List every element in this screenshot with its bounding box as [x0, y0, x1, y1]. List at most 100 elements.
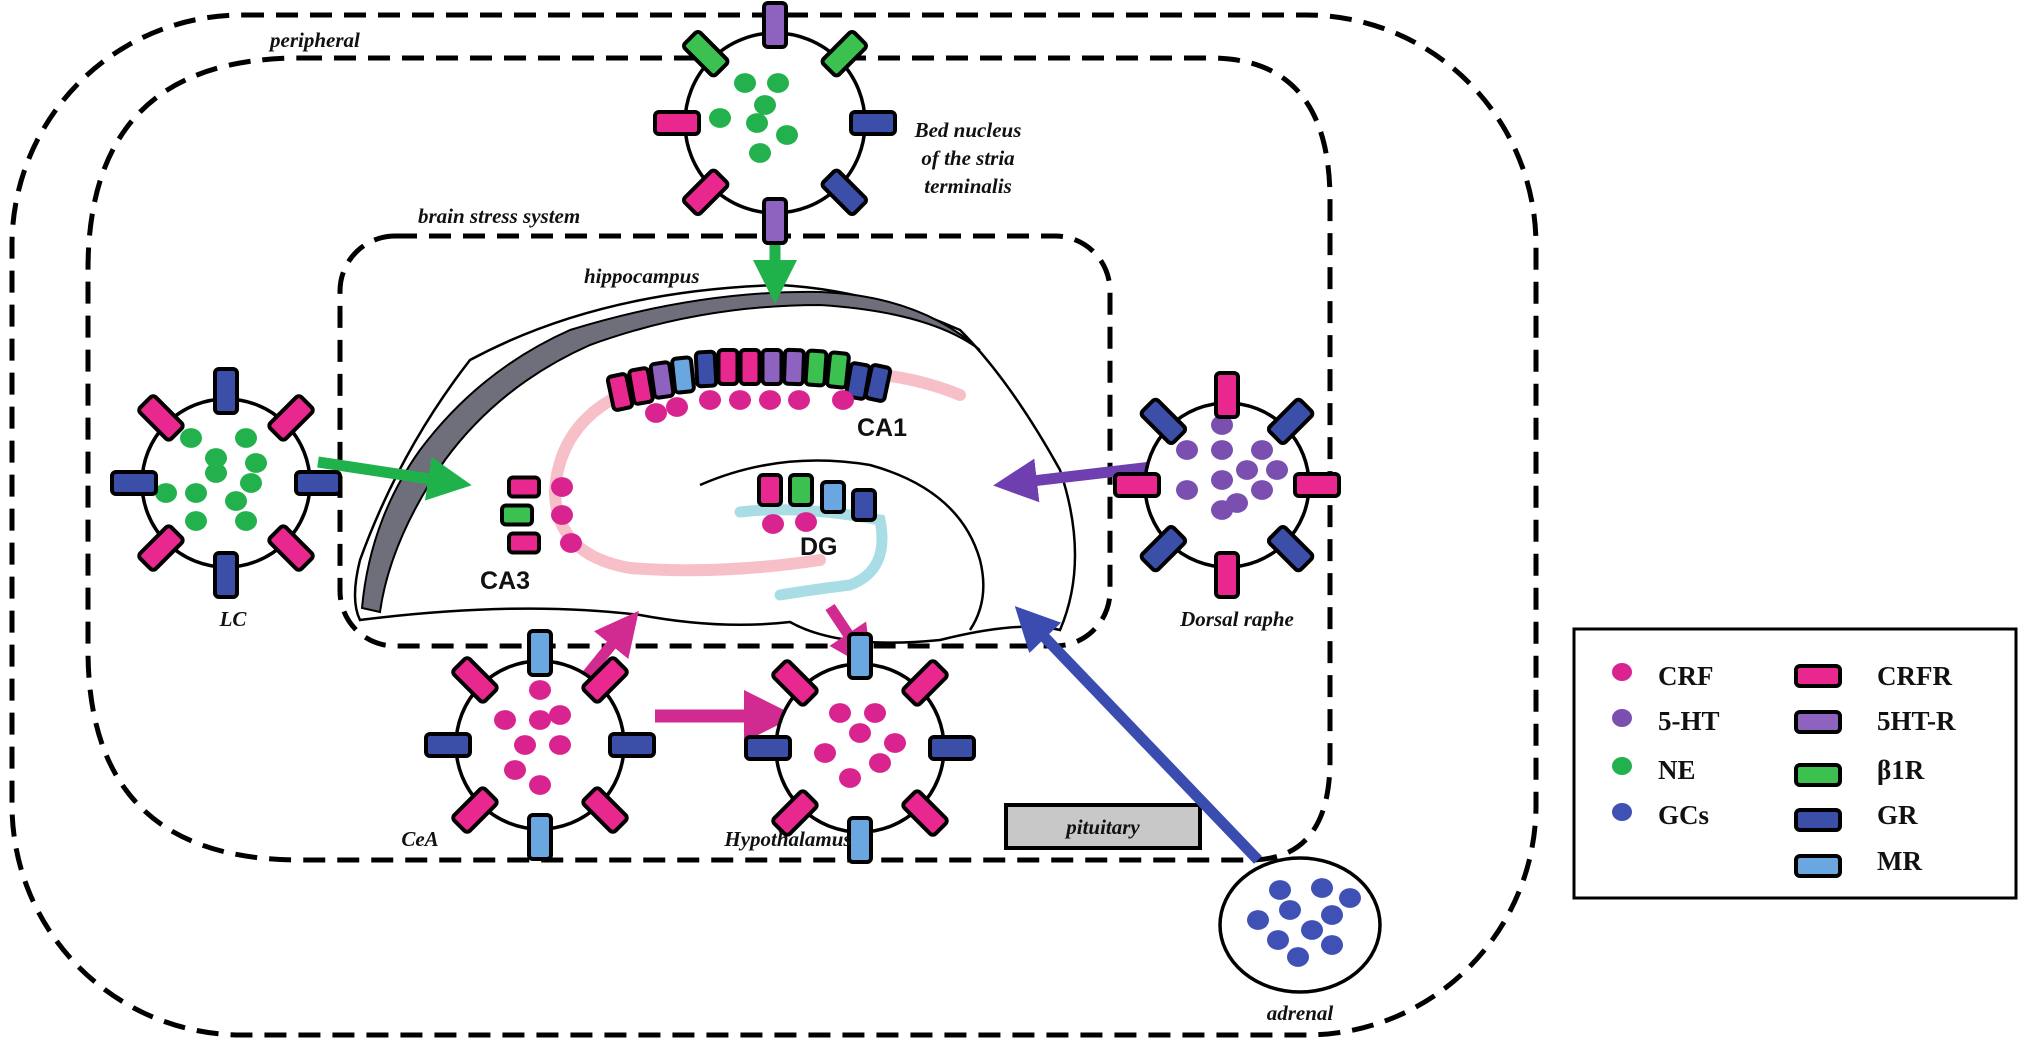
ligand-ne — [235, 511, 257, 531]
ligand-ne — [749, 143, 771, 163]
ligand-crf — [832, 390, 854, 410]
ligand-5-ht — [1211, 500, 1233, 520]
legend-swatches — [1612, 663, 1842, 878]
receptor-b1r — [682, 30, 730, 78]
ligand-gcs — [1247, 910, 1269, 930]
ligand-5-ht — [1236, 460, 1258, 480]
arrow-adrenal-to-hippocampus — [1014, 606, 1262, 864]
ligand-ne — [185, 511, 207, 531]
bnst-label-line-3: terminalis — [924, 174, 1012, 198]
nucleus-dorsal-raphe — [1113, 371, 1341, 599]
receptor-crfr — [507, 531, 541, 555]
receptor-crfr — [451, 786, 499, 834]
ligand-ne — [709, 108, 731, 128]
region-label-dg: DG — [800, 533, 838, 561]
hypothalamus-label: Hypothalamus — [723, 827, 851, 851]
nucleus-cea — [424, 629, 656, 861]
receptor-crfr — [137, 524, 185, 572]
lc-label: LC — [219, 607, 248, 631]
ligand-crf — [551, 477, 573, 497]
receptor-5ht-r — [762, 1, 788, 49]
bnst-label-line-1: Bed nucleus — [914, 118, 1022, 142]
ligand-crf — [884, 733, 906, 753]
receptor-crfr — [757, 473, 783, 507]
legend-label-5ht-r: 5HT-R — [1877, 706, 1956, 736]
ligand-crf — [699, 390, 721, 410]
receptor-crfr — [581, 656, 629, 704]
receptor-crfr — [451, 656, 499, 704]
ligand-crf — [549, 705, 571, 725]
ligand-5-ht — [1211, 440, 1233, 460]
ligand-crf — [549, 735, 571, 755]
receptor-crfr — [1113, 472, 1161, 498]
hippocampus-illustration: CA1 CA3 DG — [353, 283, 1077, 644]
legend-label-ne: NE — [1658, 755, 1696, 785]
ligand-ne — [776, 125, 798, 145]
legend-swatch-crf — [1612, 663, 1632, 681]
receptor-crfr — [507, 475, 541, 499]
ligand-ne — [746, 113, 768, 133]
receptor-gr — [744, 735, 792, 761]
legend-label-5ht: 5-HT — [1658, 706, 1720, 736]
cortex-band — [360, 290, 981, 614]
ligand-gcs — [1287, 947, 1309, 967]
ligand-5-ht — [1176, 480, 1198, 500]
nucleus-hypothalamus — [744, 632, 976, 864]
arrow-cea-to-hippocampus — [578, 610, 639, 684]
hippocampus-label: hippocampus — [584, 264, 700, 288]
granule-cell-layer — [734, 504, 888, 601]
legend-label-crf: CRF — [1658, 661, 1714, 691]
receptor-crfr — [771, 659, 819, 707]
receptor-gr — [608, 732, 656, 758]
ligand-crf — [762, 514, 784, 534]
receptor-5ht-r — [782, 347, 806, 387]
receptor-crfr — [901, 659, 949, 707]
ligand-ne — [205, 463, 227, 483]
receptor-gr — [1266, 524, 1315, 573]
receptor-gr — [849, 110, 897, 136]
ligand-crf — [494, 710, 516, 730]
region-label-ca1: CA1 — [857, 414, 907, 442]
legend-swatch-b1r — [1794, 763, 1842, 787]
receptor-5ht-r — [762, 197, 788, 245]
pituitary-box — [1004, 803, 1202, 850]
ligand-gcs — [1267, 930, 1289, 950]
receptor-crfr — [267, 394, 315, 442]
legend-label-crfr: CRFR — [1877, 661, 1952, 691]
receptor-b1r — [500, 503, 534, 527]
receptor-b1r — [788, 473, 814, 507]
legend-label-gcs: GCs — [1658, 800, 1709, 830]
ligand-crf — [849, 723, 871, 743]
ligand-crf — [795, 512, 817, 532]
ligand-crf — [829, 703, 851, 723]
receptor-mr — [820, 480, 846, 514]
ligand-ne — [235, 428, 257, 448]
arrow-lc-to-ca3 — [317, 456, 472, 501]
dentate-gyrus-outline — [699, 459, 985, 631]
ligand-crf — [759, 390, 781, 410]
ligand-gcs — [1321, 905, 1343, 925]
arrow-dorsal-raphe-to-hippocampus — [993, 458, 1153, 503]
receptor-mr — [847, 632, 873, 680]
ligand-ne — [205, 448, 227, 468]
receptor-crfr — [771, 789, 819, 837]
ligand-5-ht — [1211, 415, 1233, 435]
adrenal-label: adrenal — [1267, 1001, 1334, 1025]
region-label-ca3: CA3 — [480, 567, 530, 595]
receptor-crfr — [738, 348, 762, 386]
legend-swatch-ne — [1612, 757, 1632, 775]
receptor-5ht-r — [648, 360, 676, 400]
receptor-mr — [847, 816, 873, 864]
receptor-b1r — [803, 348, 829, 388]
receptor-crfr — [267, 524, 315, 572]
receptor-b1r — [825, 350, 851, 390]
ligand-ne — [767, 73, 789, 93]
ligand-ne — [225, 491, 247, 511]
bnst-label-line-2: of the stria — [921, 146, 1014, 170]
receptor-crfr — [716, 348, 740, 386]
receptor-mr — [527, 629, 553, 677]
ligand-crf — [869, 753, 891, 773]
receptor-gr — [424, 732, 472, 758]
nucleus-lc — [110, 367, 342, 599]
